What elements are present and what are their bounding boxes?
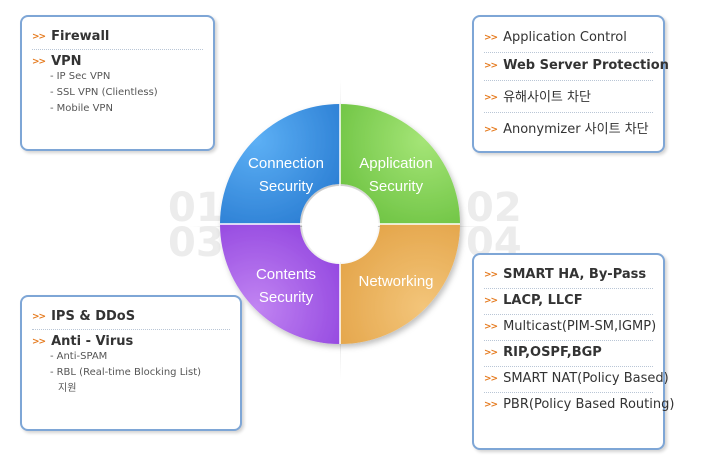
list-item: >> RIP,OSPF,BGP xyxy=(484,340,653,366)
segment-label-connection-line1: Connection xyxy=(248,155,324,172)
list-item: >> Web Server Protection xyxy=(484,52,669,80)
double-chevron-icon: >> xyxy=(484,125,498,135)
item-label: Anonymizer 사이트 차단 xyxy=(503,122,649,137)
list-item: >> Multicast(PIM-SM,IGMP) xyxy=(484,314,657,340)
background-number-02: 02 xyxy=(466,185,522,231)
item-label: Web Server Protection xyxy=(503,58,669,73)
application-security-box: >> Application Control >> Web Server Prote… xyxy=(472,15,669,153)
ring-segment-connection-security xyxy=(220,104,340,224)
list-item: >> IPS & DDoS xyxy=(32,305,230,329)
segment-label-contents-line2: Security xyxy=(259,289,314,306)
list-item: >>VPN -IP Sec VPN -SSL VPN (Clientless) … xyxy=(32,49,203,122)
double-chevron-icon: >> xyxy=(484,61,498,71)
double-chevron-icon: >> xyxy=(32,312,46,322)
sub-item-continuation: 지원 xyxy=(58,383,77,394)
ring-segment-networking xyxy=(340,224,460,344)
background-number-01: 01 xyxy=(168,185,224,231)
item-label: Firewall xyxy=(51,29,110,44)
double-chevron-icon: >> xyxy=(32,57,46,67)
item-label: 유해사이트 차단 xyxy=(503,90,591,105)
double-chevron-icon: >> xyxy=(32,32,46,42)
segment-label-networking: Networking xyxy=(358,273,433,290)
item-label: PBR(Policy Based Routing) xyxy=(503,397,675,412)
sub-item: -RBL (Real-time Blocking List) xyxy=(50,367,202,378)
list-item: >> Anonymizer 사이트 차단 xyxy=(484,112,653,144)
segment-label-contents-line1: Contents xyxy=(256,266,316,283)
list-item: >> SMART NAT(Policy Based) xyxy=(484,366,669,392)
item-label: VPN xyxy=(51,54,82,69)
sub-item: -IP Sec VPN xyxy=(50,71,111,82)
double-chevron-icon: >> xyxy=(484,348,498,358)
item-label: IPS & DDoS xyxy=(51,309,136,324)
item-label: Multicast(PIM-SM,IGMP) xyxy=(503,319,657,334)
double-chevron-icon: >> xyxy=(484,33,498,43)
double-chevron-icon: >> xyxy=(32,337,46,347)
list-item: >> SMART HA, By-Pass xyxy=(484,263,653,288)
item-label: SMART HA, By-Pass xyxy=(503,267,647,282)
background-number-03: 03 xyxy=(168,220,224,266)
list-item: >> Firewall xyxy=(32,25,203,49)
sub-item: -Mobile VPN xyxy=(50,103,113,114)
double-chevron-icon: >> xyxy=(484,400,498,410)
item-label: LACP, LLCF xyxy=(503,293,583,308)
double-chevron-icon: >> xyxy=(484,322,498,332)
segment-label-connection-line2: Security xyxy=(259,178,314,195)
ring-segment-application-security xyxy=(340,104,460,224)
list-item: >> LACP, LLCF xyxy=(484,288,653,314)
segment-label-application-line1: Application xyxy=(359,155,432,172)
list-item: >> PBR(Policy Based Routing) xyxy=(484,392,674,418)
ring-segment-contents-security-arc xyxy=(220,224,340,344)
security-ring-diagram: Connection Security Application Security… xyxy=(220,104,460,344)
double-chevron-icon: >> xyxy=(484,296,498,306)
double-chevron-icon: >> xyxy=(484,374,498,384)
ring-center-hole xyxy=(302,186,378,262)
item-label: Anti - Virus xyxy=(51,334,134,349)
list-item: >> Application Control xyxy=(484,25,653,52)
double-chevron-icon: >> xyxy=(484,93,498,103)
contents-security-box: >> IPS & DDoS >> Anti - Virus -Anti-SPAM -… xyxy=(20,295,242,431)
double-chevron-icon: >> xyxy=(484,270,498,280)
sub-item: -Anti-SPAM xyxy=(50,351,108,362)
item-label: SMART NAT(Policy Based) xyxy=(503,371,669,386)
segment-label-application-line2: Security xyxy=(369,178,424,195)
list-item: >> Anti - Virus -Anti-SPAM -RBL (Real-tim… xyxy=(32,329,230,402)
list-item: >> 유해사이트 차단 xyxy=(484,80,653,112)
item-label: Application Control xyxy=(503,30,627,45)
networking-box: >> SMART HA, By-Pass >> LACP, LLCF >> Multi… xyxy=(472,253,674,450)
item-label: RIP,OSPF,BGP xyxy=(503,345,602,360)
connection-security-box: >> Firewall >> VPN -IP Sec VPN -SSL VPN (C… xyxy=(20,15,215,151)
sub-item: -SSL VPN (Clientless) xyxy=(50,87,158,98)
